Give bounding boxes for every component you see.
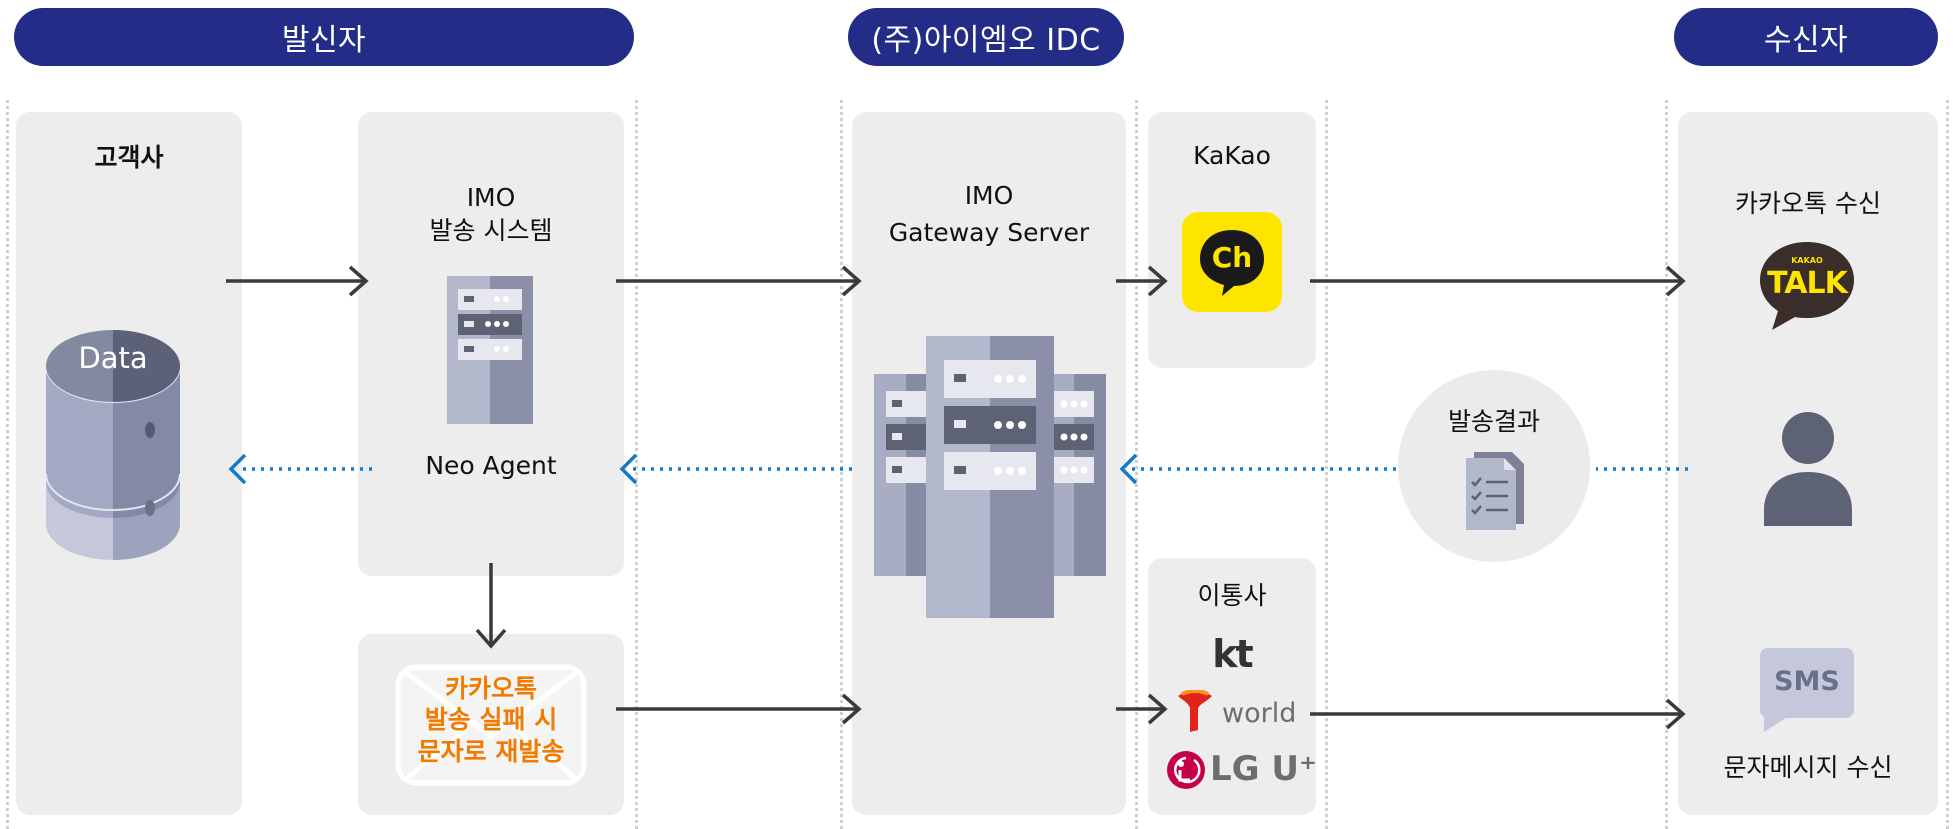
- skt-logo-icon: [1178, 690, 1212, 732]
- kakaotalk-small-text: KAKAO: [1791, 256, 1823, 265]
- arrowhead: [1119, 453, 1138, 485]
- gateway-line: Gateway Server: [888, 217, 1090, 247]
- separator: [1946, 100, 1949, 829]
- fallback-text: 카카오톡 발송 실패 시 문자로 재발송: [358, 673, 624, 767]
- arrowhead: [1147, 265, 1168, 297]
- separator: [6, 100, 9, 829]
- skt-logo-text: world: [1222, 698, 1297, 729]
- lgu-logo-text: LG U⁺: [1210, 749, 1317, 789]
- imo-system-line: 발송 시스템: [429, 215, 553, 245]
- kakao-receive-title: 카카오톡 수신: [1735, 189, 1881, 218]
- kakao-channel-text: Ch: [1211, 241, 1253, 274]
- database-icon: [46, 330, 180, 560]
- arrowhead: [1665, 265, 1686, 297]
- kakaotalk-big-text: TALK: [1767, 266, 1848, 301]
- imo-system-title: IMO 발송 시스템: [358, 182, 624, 247]
- fallback-line: 카카오톡: [444, 674, 537, 703]
- fallback-line: 문자로 재발송: [417, 736, 565, 766]
- sms-bubble-icon: [1760, 648, 1854, 732]
- kakao-channel-bubble-icon: [1200, 230, 1264, 296]
- arrowhead: [1147, 693, 1168, 725]
- gateway-line: IMO: [964, 181, 1014, 210]
- gateway-server-cluster-icon: [874, 336, 1106, 618]
- separator: [635, 100, 638, 829]
- arrowhead: [841, 265, 862, 297]
- arrowhead: [348, 265, 369, 297]
- customer-title: 고객사: [94, 143, 164, 172]
- checklist-document-icon: [1466, 452, 1524, 530]
- kt-logo-text: kt: [1212, 632, 1253, 676]
- result-label: 발송결과: [1447, 407, 1540, 436]
- arrowhead: [841, 693, 862, 725]
- separator: [840, 100, 843, 829]
- sender-header: 발신자: [14, 8, 634, 66]
- imo-line: IMO: [466, 183, 516, 212]
- sms-receive-title: 문자메시지 수신: [1723, 753, 1893, 782]
- separator: [1325, 100, 1328, 829]
- envelope-icon: [395, 664, 587, 786]
- database-label: Data: [78, 341, 148, 375]
- separator: [1665, 100, 1668, 829]
- person-icon: [1764, 412, 1852, 526]
- kt-logo: kt: [1148, 632, 1316, 676]
- fallback-line: 발송 실패 시: [424, 705, 558, 735]
- sms-text: SMS: [1774, 666, 1840, 697]
- separator: [1135, 100, 1138, 829]
- kakao-title: KaKao: [1193, 141, 1271, 170]
- carrier-title: 이통사: [1197, 581, 1267, 610]
- kakaotalk-bubble-icon: [1760, 242, 1854, 330]
- gateway-title: IMO Gateway Server: [852, 180, 1126, 249]
- idc-header: (주)아이엠오 IDC: [848, 8, 1124, 66]
- arrowhead: [228, 453, 247, 485]
- arrowhead: [1665, 698, 1686, 730]
- arrowhead: [475, 628, 507, 649]
- lgu-logo-icon: [1167, 751, 1205, 789]
- server-icon: [447, 276, 533, 424]
- arrowhead: [619, 453, 638, 485]
- neo-agent-label: Neo Agent: [425, 451, 557, 480]
- receiver-header: 수신자: [1674, 8, 1938, 66]
